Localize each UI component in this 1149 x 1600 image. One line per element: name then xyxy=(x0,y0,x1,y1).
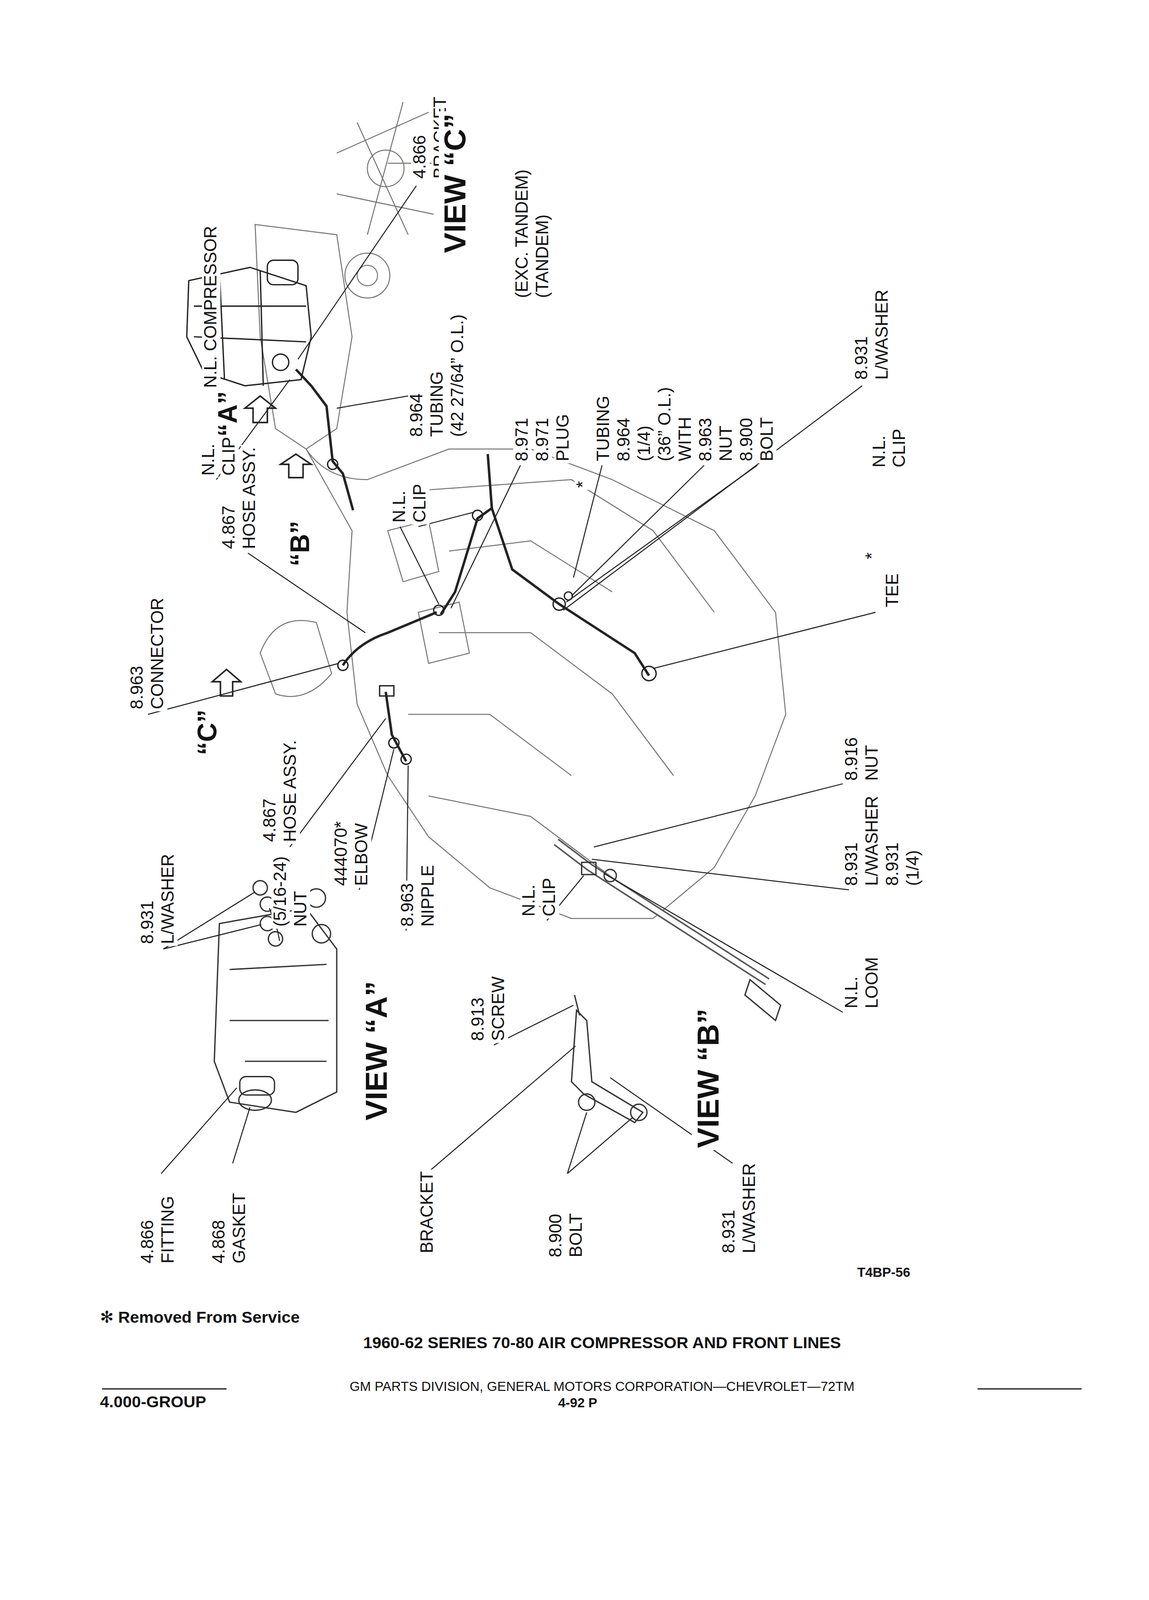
callout-label: HOSE ASSY. xyxy=(240,444,260,551)
callout-label: 8.963 xyxy=(399,881,418,930)
callout-label: 8.931 xyxy=(720,1207,739,1256)
callout-label: CLIP xyxy=(890,426,910,470)
callout-label: VIEW “B” xyxy=(691,1006,725,1150)
callout-label: SCREW xyxy=(489,974,509,1043)
callout-label: 4.867 xyxy=(261,796,280,845)
callout-label: GASKET xyxy=(230,1190,249,1266)
callout-label: BOLT xyxy=(758,414,777,464)
page-note: 4.000-GROUP xyxy=(98,1393,209,1412)
callout-label: 8.931 xyxy=(883,840,902,889)
page-note: GM PARTS DIVISION, GENERAL MOTORS CORPOR… xyxy=(347,1379,857,1394)
callout-label: NUT xyxy=(291,889,310,929)
callout-label: 4.868 xyxy=(209,1217,229,1266)
callout-label: ELBOW xyxy=(353,820,372,888)
callout-label: N.L. xyxy=(199,441,219,478)
callout-label: VIEW “A” xyxy=(360,979,393,1123)
page-note: ✻ Removed From Service xyxy=(98,1308,302,1327)
callout-label: 8.963 xyxy=(696,415,715,464)
callout-label: CONNECTOR xyxy=(149,595,168,712)
callout-label: (42 27/64” O.L.) xyxy=(449,312,468,439)
callout-label: (5/16-24) xyxy=(271,854,290,929)
callout-label: VIEW “C” xyxy=(438,111,471,255)
callout-label: 4.866 xyxy=(411,133,430,181)
callout-label: 8.900 xyxy=(737,415,756,464)
callout-label: CLIP xyxy=(411,481,430,525)
callout-label: 4.867 xyxy=(220,503,239,552)
callout-label: 8.971 xyxy=(513,415,532,464)
callout-label: N.L. xyxy=(842,974,861,1011)
callout-label: 8.900 xyxy=(546,1211,565,1260)
callout-label: N.L. xyxy=(390,488,410,525)
callout-label: WITH xyxy=(676,414,695,464)
callout-label: (1/4) xyxy=(635,423,655,464)
callout-label: PLUG xyxy=(554,411,573,464)
fittings xyxy=(327,459,657,765)
callout-label: 8.913 xyxy=(469,995,488,1044)
callout-label: 444070* xyxy=(332,819,351,888)
callout-label: HOSE ASSY. xyxy=(281,738,300,845)
callout-label: NUT xyxy=(717,423,736,464)
callout-label: 8.931 xyxy=(138,898,157,947)
callout-label: LOOM xyxy=(863,954,882,1010)
page-note: T4BP-56 xyxy=(854,1265,913,1280)
callout-label: “A” xyxy=(214,389,242,440)
leader-line xyxy=(148,185,876,1174)
callout-label: 8.964 xyxy=(408,391,427,440)
view-b-sketch xyxy=(556,841,781,1123)
callout-label: 8.963 xyxy=(128,663,147,712)
callout-label: CLIP xyxy=(220,434,239,478)
callout-label: BOLT xyxy=(567,1211,586,1260)
air-lines xyxy=(295,369,650,762)
callout-label: (1/4) xyxy=(904,848,923,888)
callout-label: NIPPLE xyxy=(419,862,438,929)
page-note: 4-92 P xyxy=(556,1395,600,1410)
callout-label: NUT xyxy=(863,743,882,783)
callout-label: “C” xyxy=(194,707,222,758)
callout-label: N.L. xyxy=(520,882,539,919)
callout-label: * xyxy=(574,479,593,490)
engine-sketch xyxy=(254,102,786,919)
callout-label: (TANDEM) xyxy=(533,212,552,300)
callout-label: N.L. COMPRESSOR xyxy=(202,223,221,390)
callout-label: 4.866 xyxy=(138,1217,157,1266)
callout-label: L/WASHER xyxy=(873,287,892,382)
callout-label: 8.971 xyxy=(533,415,552,464)
callout-label: “B” xyxy=(286,518,315,569)
callout-label: (36” O.L.) xyxy=(656,384,675,464)
callout-label: TUBING xyxy=(594,393,614,464)
callout-label: (EXC. TANDEM) xyxy=(513,167,532,300)
callout-label: 8.916 xyxy=(842,734,861,783)
callout-label: TUBING xyxy=(428,369,447,439)
callout-label: L/WASHER xyxy=(863,793,882,888)
callout-label: BRACKET xyxy=(418,1168,437,1255)
callout-label: L/WASHER xyxy=(740,1161,760,1256)
callout-label: 8.931 xyxy=(842,840,861,889)
callout-label: CLIP xyxy=(540,875,560,919)
callout-label: FITTING xyxy=(159,1193,178,1266)
callout-label: L/WASHER xyxy=(159,851,178,946)
callout-label: 8.964 xyxy=(615,415,634,464)
callout-label: N.L. xyxy=(870,433,889,470)
callout-label: 8.931 xyxy=(853,334,872,382)
callout-label: TEE xyxy=(883,571,902,610)
page-title: 1960-62 SERIES 70-80 AIR COMPRESSOR AND … xyxy=(360,1334,843,1353)
callout-label: * xyxy=(863,550,882,562)
